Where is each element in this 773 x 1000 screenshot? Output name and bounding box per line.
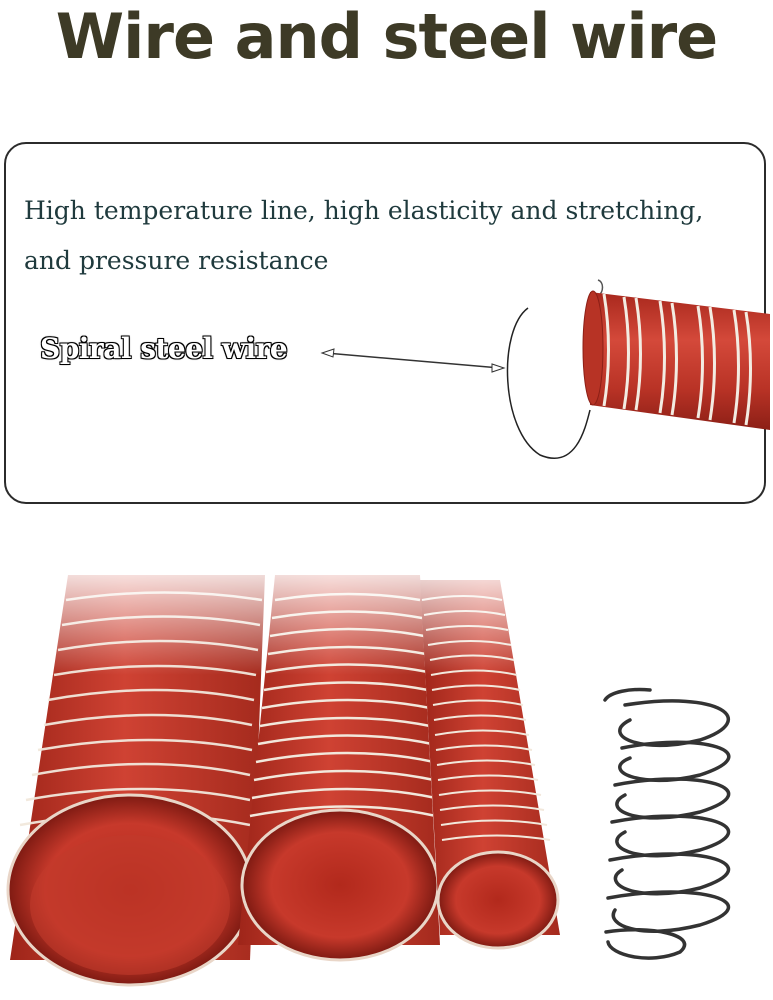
callout-arrow [320,348,506,373]
spiral-wire-label: Spiral steel wire [39,331,288,365]
hose-closeup-image [582,290,770,430]
description: High temperature line, high elasticity a… [24,186,754,286]
wire-loop [506,307,591,459]
page-title: Wire and steel wire [55,0,718,73]
description-line-1: High temperature line, high elasticity a… [24,196,704,225]
hose-group-image [0,555,560,987]
coil-spring-icon [603,687,731,960]
description-line-2: and pressure resistance [24,246,329,275]
